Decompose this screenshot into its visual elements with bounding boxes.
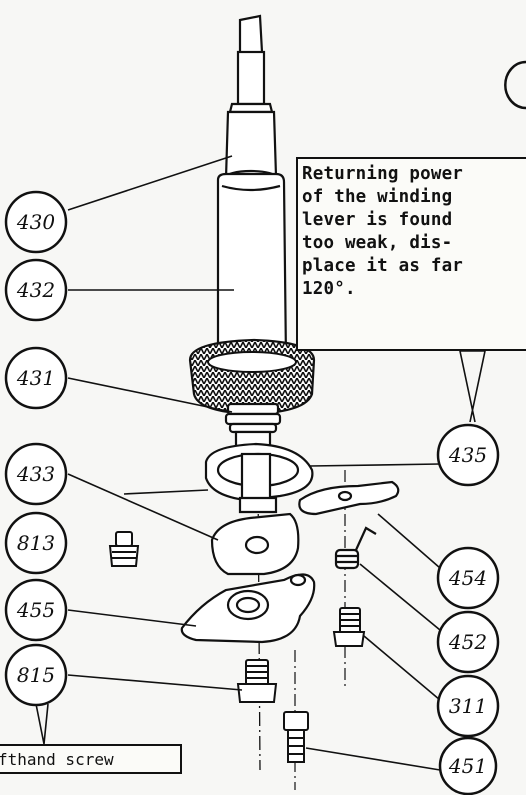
callout-455: 455 [4, 578, 68, 642]
washer-plate [210, 512, 300, 576]
svg-text:311: 311 [449, 694, 487, 718]
svg-text:815: 815 [17, 663, 55, 687]
small-spring [334, 526, 377, 570]
note-line: lever is found [302, 210, 453, 230]
screw-451 [283, 711, 309, 763]
callout-430: 430 [4, 190, 68, 254]
svg-text:455: 455 [16, 598, 55, 622]
svg-text:452: 452 [448, 630, 487, 654]
screw-815 [236, 659, 278, 703]
callout-311: 311 [436, 674, 500, 738]
svg-text:430: 430 [16, 210, 55, 234]
screw-note: fthand screw [0, 744, 182, 774]
note-line: place it as far [302, 256, 464, 276]
callout-452: 452 [436, 610, 500, 674]
callout-451: 451 [438, 736, 498, 795]
svg-text:813: 813 [17, 531, 55, 555]
screw-813 [108, 531, 140, 567]
callout-432: 432 [4, 258, 68, 322]
svg-text:454: 454 [448, 566, 487, 590]
svg-text:435: 435 [448, 443, 487, 467]
winding-stem [216, 14, 288, 374]
note-line: too weak, dis- [302, 233, 453, 253]
leader-lines [35, 155, 486, 771]
pawl-lever [298, 480, 400, 516]
base-plate [180, 573, 316, 644]
note-line: of the winding [302, 187, 453, 207]
instruction-note: Returning power of the winding lever is … [296, 157, 526, 351]
callout-454: 454 [436, 546, 500, 610]
partial-callout-circle [504, 60, 526, 110]
svg-text:432: 432 [16, 278, 55, 302]
svg-text:433: 433 [16, 462, 55, 486]
screw-note-text: fthand screw [0, 750, 114, 769]
callout-435: 435 [436, 423, 500, 487]
note-line: Returning power [302, 164, 464, 184]
ratchet-wheel [188, 338, 316, 416]
note-line: 120°. [302, 279, 356, 299]
callout-433: 433 [4, 442, 68, 506]
screw-311 [332, 607, 366, 647]
svg-text:451: 451 [448, 754, 487, 778]
svg-text:431: 431 [16, 366, 55, 390]
winding-lever [204, 442, 314, 514]
callout-431: 431 [4, 346, 68, 410]
callout-813: 813 [4, 511, 68, 575]
callout-815: 815 [4, 643, 68, 707]
